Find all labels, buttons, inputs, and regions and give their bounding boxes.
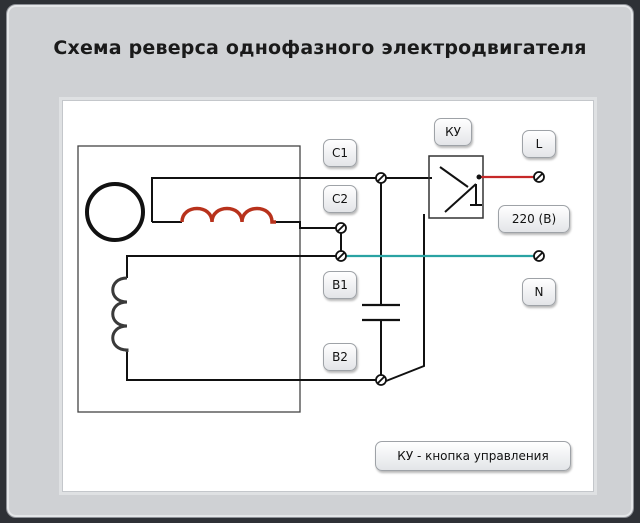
terminal-icon-c1	[375, 172, 387, 184]
motor-rotor-icon	[85, 182, 145, 242]
start-coil-icon	[180, 206, 276, 224]
legend: КУ - кнопка управления	[375, 441, 571, 471]
label-b2: В2	[323, 343, 357, 371]
label-voltage: 220 (В)	[498, 205, 570, 233]
control-switch-icon	[428, 155, 484, 219]
switch-junction	[476, 174, 482, 180]
wire-coil-right	[276, 221, 336, 229]
capacitor-icon	[362, 303, 400, 322]
diagram-title: Схема реверса однофазного электродвигате…	[53, 37, 587, 59]
label-l: L	[522, 130, 556, 158]
terminal-icon-b2	[375, 374, 387, 386]
wire-c1	[151, 177, 377, 222]
terminal-icon-n	[533, 250, 545, 262]
wire-b2	[126, 352, 377, 381]
terminal-icon-c2	[335, 222, 347, 234]
switch-lever-upper	[439, 166, 469, 188]
terminal-icon-b1	[335, 250, 347, 262]
label-c2: C2	[323, 185, 357, 213]
label-n: N	[522, 278, 556, 306]
label-ku: КУ	[434, 118, 472, 146]
terminals	[335, 171, 545, 386]
wire-b1	[126, 255, 336, 278]
terminal-icon-l	[533, 171, 545, 183]
switch-lever-lower	[444, 183, 477, 213]
wire-ku-b2	[385, 214, 425, 382]
run-coil-icon	[111, 276, 129, 352]
label-c1: C1	[323, 139, 357, 167]
motor-housing	[77, 145, 301, 413]
wires	[126, 166, 482, 382]
label-b1: В1	[323, 271, 357, 299]
